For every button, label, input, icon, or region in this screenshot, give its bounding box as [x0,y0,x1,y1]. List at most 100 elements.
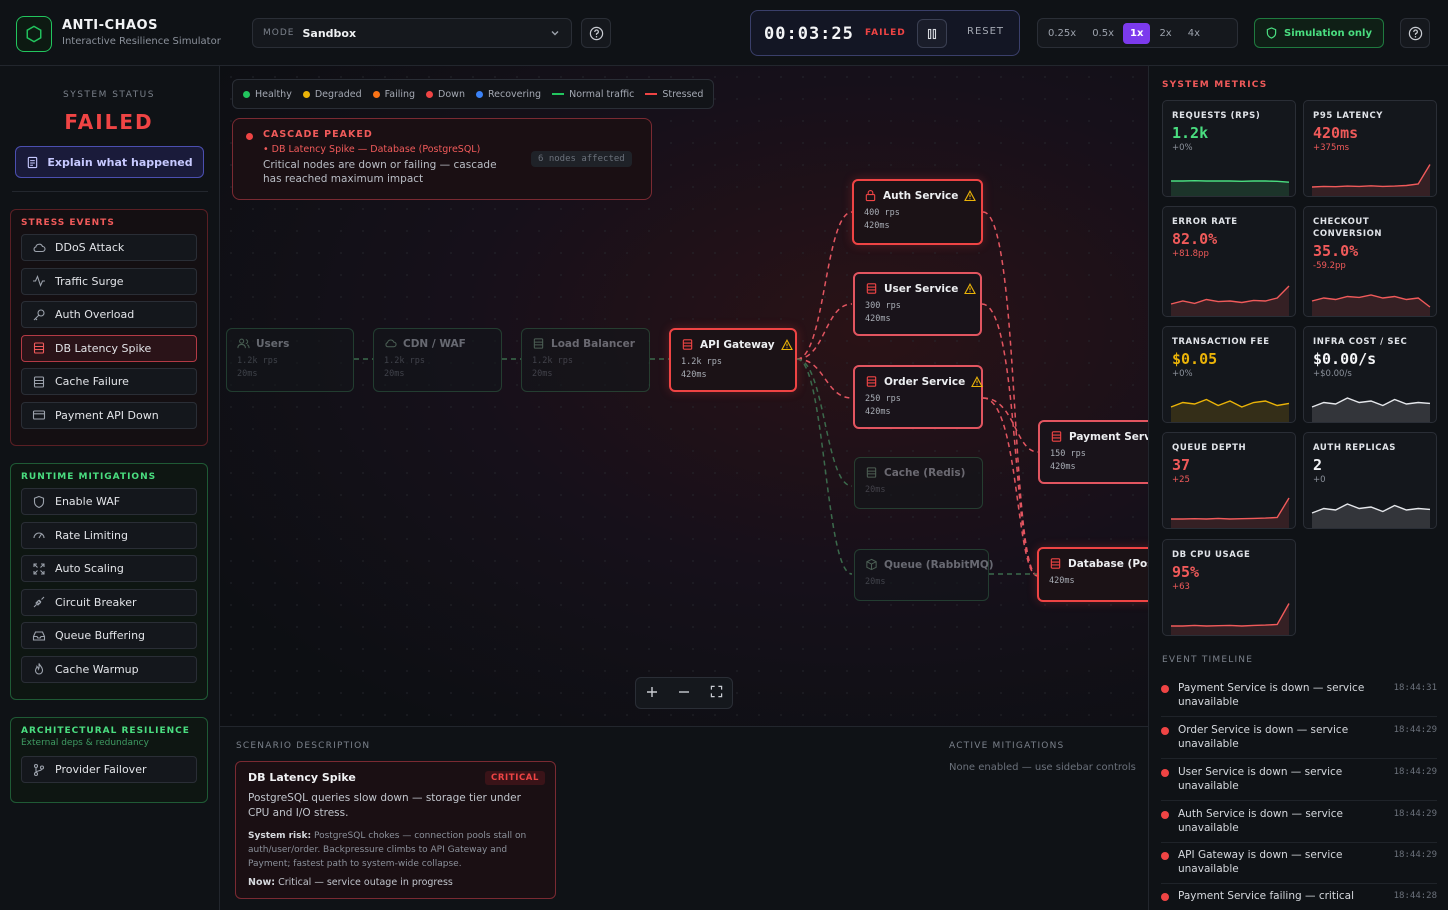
system-status-label: SYSTEM STATUS [62,90,155,100]
explain-label: Explain what happened [47,155,193,169]
scenario-description: PostgreSQL queries slow down — storage t… [248,792,521,819]
sparkline [1171,497,1290,528]
scenario-panel: SCENARIO DESCRIPTION DB Latency Spike CR… [220,726,1148,910]
alert-dot [246,133,253,140]
minus-icon [679,690,690,693]
logo [16,16,52,52]
fullscreen-icon [710,685,723,698]
stress-events-panel: STRESS EVENTS DDoS Attack Traffic Surge … [10,209,208,446]
sparkline-area [1312,398,1430,422]
sparkline-area [1312,164,1430,196]
node-queue-rabbitmq[interactable]: Queue (RabbitMQ) 20ms [854,549,994,601]
expand-icon [32,562,46,576]
mitigation-auto-scaling[interactable]: Auto Scaling [21,555,197,583]
speed-2x[interactable]: 2x [1159,27,1172,39]
node-database-postgresql[interactable]: Database (PostgreSQL) 420ms [1037,547,1148,602]
provider-failover-button[interactable]: Provider Failover [21,756,197,783]
sparkline [1171,179,1290,196]
architectural-resilience-subtitle: External deps & redundancy [21,738,149,748]
mode-select[interactable]: MODE Sandbox [252,18,572,48]
metric-db-cpu: DB CPU USAGE 95% +63 [1162,539,1296,636]
metric-auth-replicas: AUTH REPLICAS 2 +0 [1303,432,1437,529]
nodes-affected-badge: 6 nodes affected [531,151,632,167]
sparkline-line [1170,285,1290,305]
edge-gateway-queue [796,358,853,575]
sparkline-area [1171,399,1289,422]
explain-button[interactable]: Explain what happened [15,146,204,178]
status-legend: Healthy Degraded Failing Down Recovering… [232,79,715,109]
stress-auth-overload[interactable]: Auth Overload [21,301,197,329]
fit-view-button[interactable] [710,685,723,701]
key-icon [32,308,46,322]
timeline-event: Order Service is down — service unavaila… [1161,723,1437,751]
cloud-icon [32,241,46,255]
server-icon [681,338,694,351]
edge-auth-database [982,211,1039,577]
users-icon [237,337,250,350]
flame-icon [32,662,46,676]
sparkline-line [1170,398,1290,408]
metric-infra-cost: INFRA COST / SEC $0.00/s +$0.00/s [1303,326,1437,423]
mode-help-button[interactable] [581,18,611,48]
metric-checkout-conversion: CHECKOUT CONVERSION 35.0% -59.2pp [1303,206,1437,317]
help-button[interactable] [1400,18,1430,48]
simulation-only-badge[interactable]: Simulation only [1254,18,1384,48]
mitigation-queue-buffering[interactable]: Queue Buffering [21,622,197,650]
warning-icon [964,189,977,202]
stress-db-latency-spike[interactable]: DB Latency Spike [21,334,197,362]
pause-button[interactable] [917,19,947,48]
topology-canvas[interactable]: Healthy Degraded Failing Down Recovering… [220,66,1148,726]
warning-icon [964,282,977,295]
git-branch-icon [32,763,46,777]
mitigation-circuit-breaker[interactable]: Circuit Breaker [21,588,197,616]
metric-requests: REQUESTS (RPS) 1.2k +0% [1162,100,1296,197]
architectural-resilience-panel: ARCHITECTURAL RESILIENCE External deps &… [10,717,208,803]
box-icon [865,558,878,571]
mode-label: MODE [263,28,295,38]
sparkline-line [1311,164,1431,188]
database-icon [865,466,878,479]
active-mitigations-label: ACTIVE MITIGATIONS [949,741,1065,751]
speed-0.25x[interactable]: 0.25x [1048,27,1077,39]
sparkline-line [1171,603,1290,627]
sparkline-area [1171,180,1289,196]
mitigation-enable-waf[interactable]: Enable WAF [21,488,197,515]
zoom-in-button[interactable] [645,685,659,702]
mitigation-cache-warmup[interactable]: Cache Warmup [21,655,197,683]
zoom-out-button[interactable] [677,685,691,702]
timeline-event: Payment Service is down — service unavai… [1161,681,1437,709]
sparkline [1311,294,1431,316]
sparkline [1171,603,1290,635]
reset-button[interactable]: RESET [967,26,1005,37]
sparkline-area [1171,498,1289,528]
stress-cache-failure[interactable]: Cache Failure [21,368,197,396]
stress-ddos-attack[interactable]: DDoS Attack [21,234,197,261]
sparkline-line [1311,294,1431,308]
timeline-divider [1161,800,1437,801]
legend-failing: Failing [372,89,415,100]
mitigation-rate-limiting[interactable]: Rate Limiting [21,521,197,549]
node-cache-redis[interactable]: Cache (Redis) 20ms [854,457,983,509]
stress-payment-api-down[interactable]: Payment API Down [21,401,197,429]
legend-healthy: Healthy [243,89,292,100]
timeline-divider [1161,716,1437,717]
pause-icon [927,28,937,39]
stress-traffic-surge[interactable]: Traffic Surge [21,267,197,295]
metric-transaction-fee: TRANSACTION FEE $0.05 +0% [1162,326,1296,423]
runtime-mitigations-title: RUNTIME MITIGATIONS [21,472,157,482]
runtime-mitigations-panel: RUNTIME MITIGATIONS Enable WAF Rate Limi… [10,463,208,700]
speed-0.5x[interactable]: 0.5x [1092,27,1115,39]
speed-4x[interactable]: 4x [1187,27,1200,39]
speed-1x[interactable]: 1x [1123,22,1151,44]
cascade-source[interactable]: • DB Latency Spike — Database (PostgreSQ… [263,144,481,155]
stress-events-title: STRESS EVENTS [21,218,115,228]
hexagon-icon [26,25,42,43]
